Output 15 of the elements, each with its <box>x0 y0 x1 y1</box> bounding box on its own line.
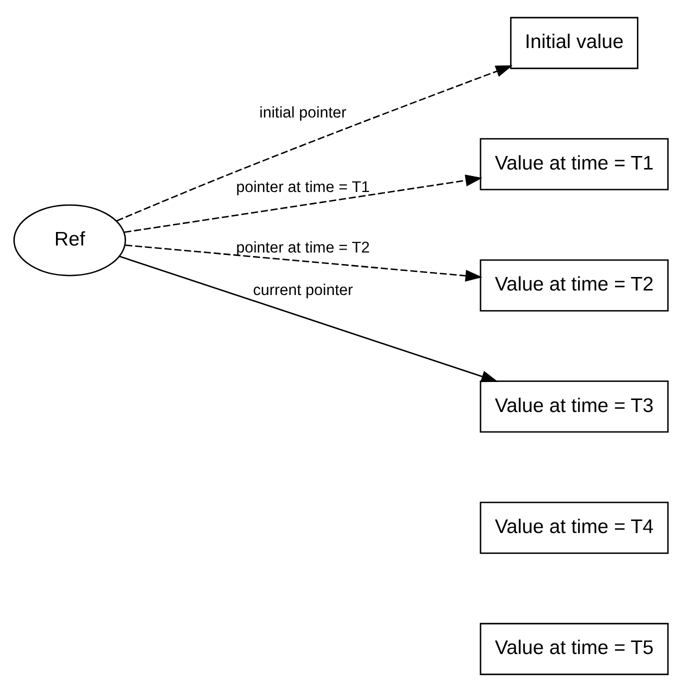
edge-label: pointer at time = T2 <box>236 240 370 257</box>
node-box: Value at time = T4 <box>480 502 669 554</box>
edge-label: pointer at time = T1 <box>236 179 370 196</box>
node-box: Initial value <box>510 16 638 70</box>
node-box: Value at time = T3 <box>480 380 669 433</box>
node-box: Value at time = T1 <box>480 138 669 190</box>
arrow <box>124 174 482 233</box>
arrow <box>125 244 482 282</box>
node-box: Value at time = T2 <box>480 259 669 312</box>
arrow <box>116 65 513 222</box>
edge-label: initial pointer <box>259 104 346 122</box>
edge-label: current pointer <box>252 282 353 299</box>
node-box: Value at time = T5 <box>480 622 669 676</box>
node-ellipse: Ref <box>13 204 126 276</box>
arrow <box>119 256 498 382</box>
